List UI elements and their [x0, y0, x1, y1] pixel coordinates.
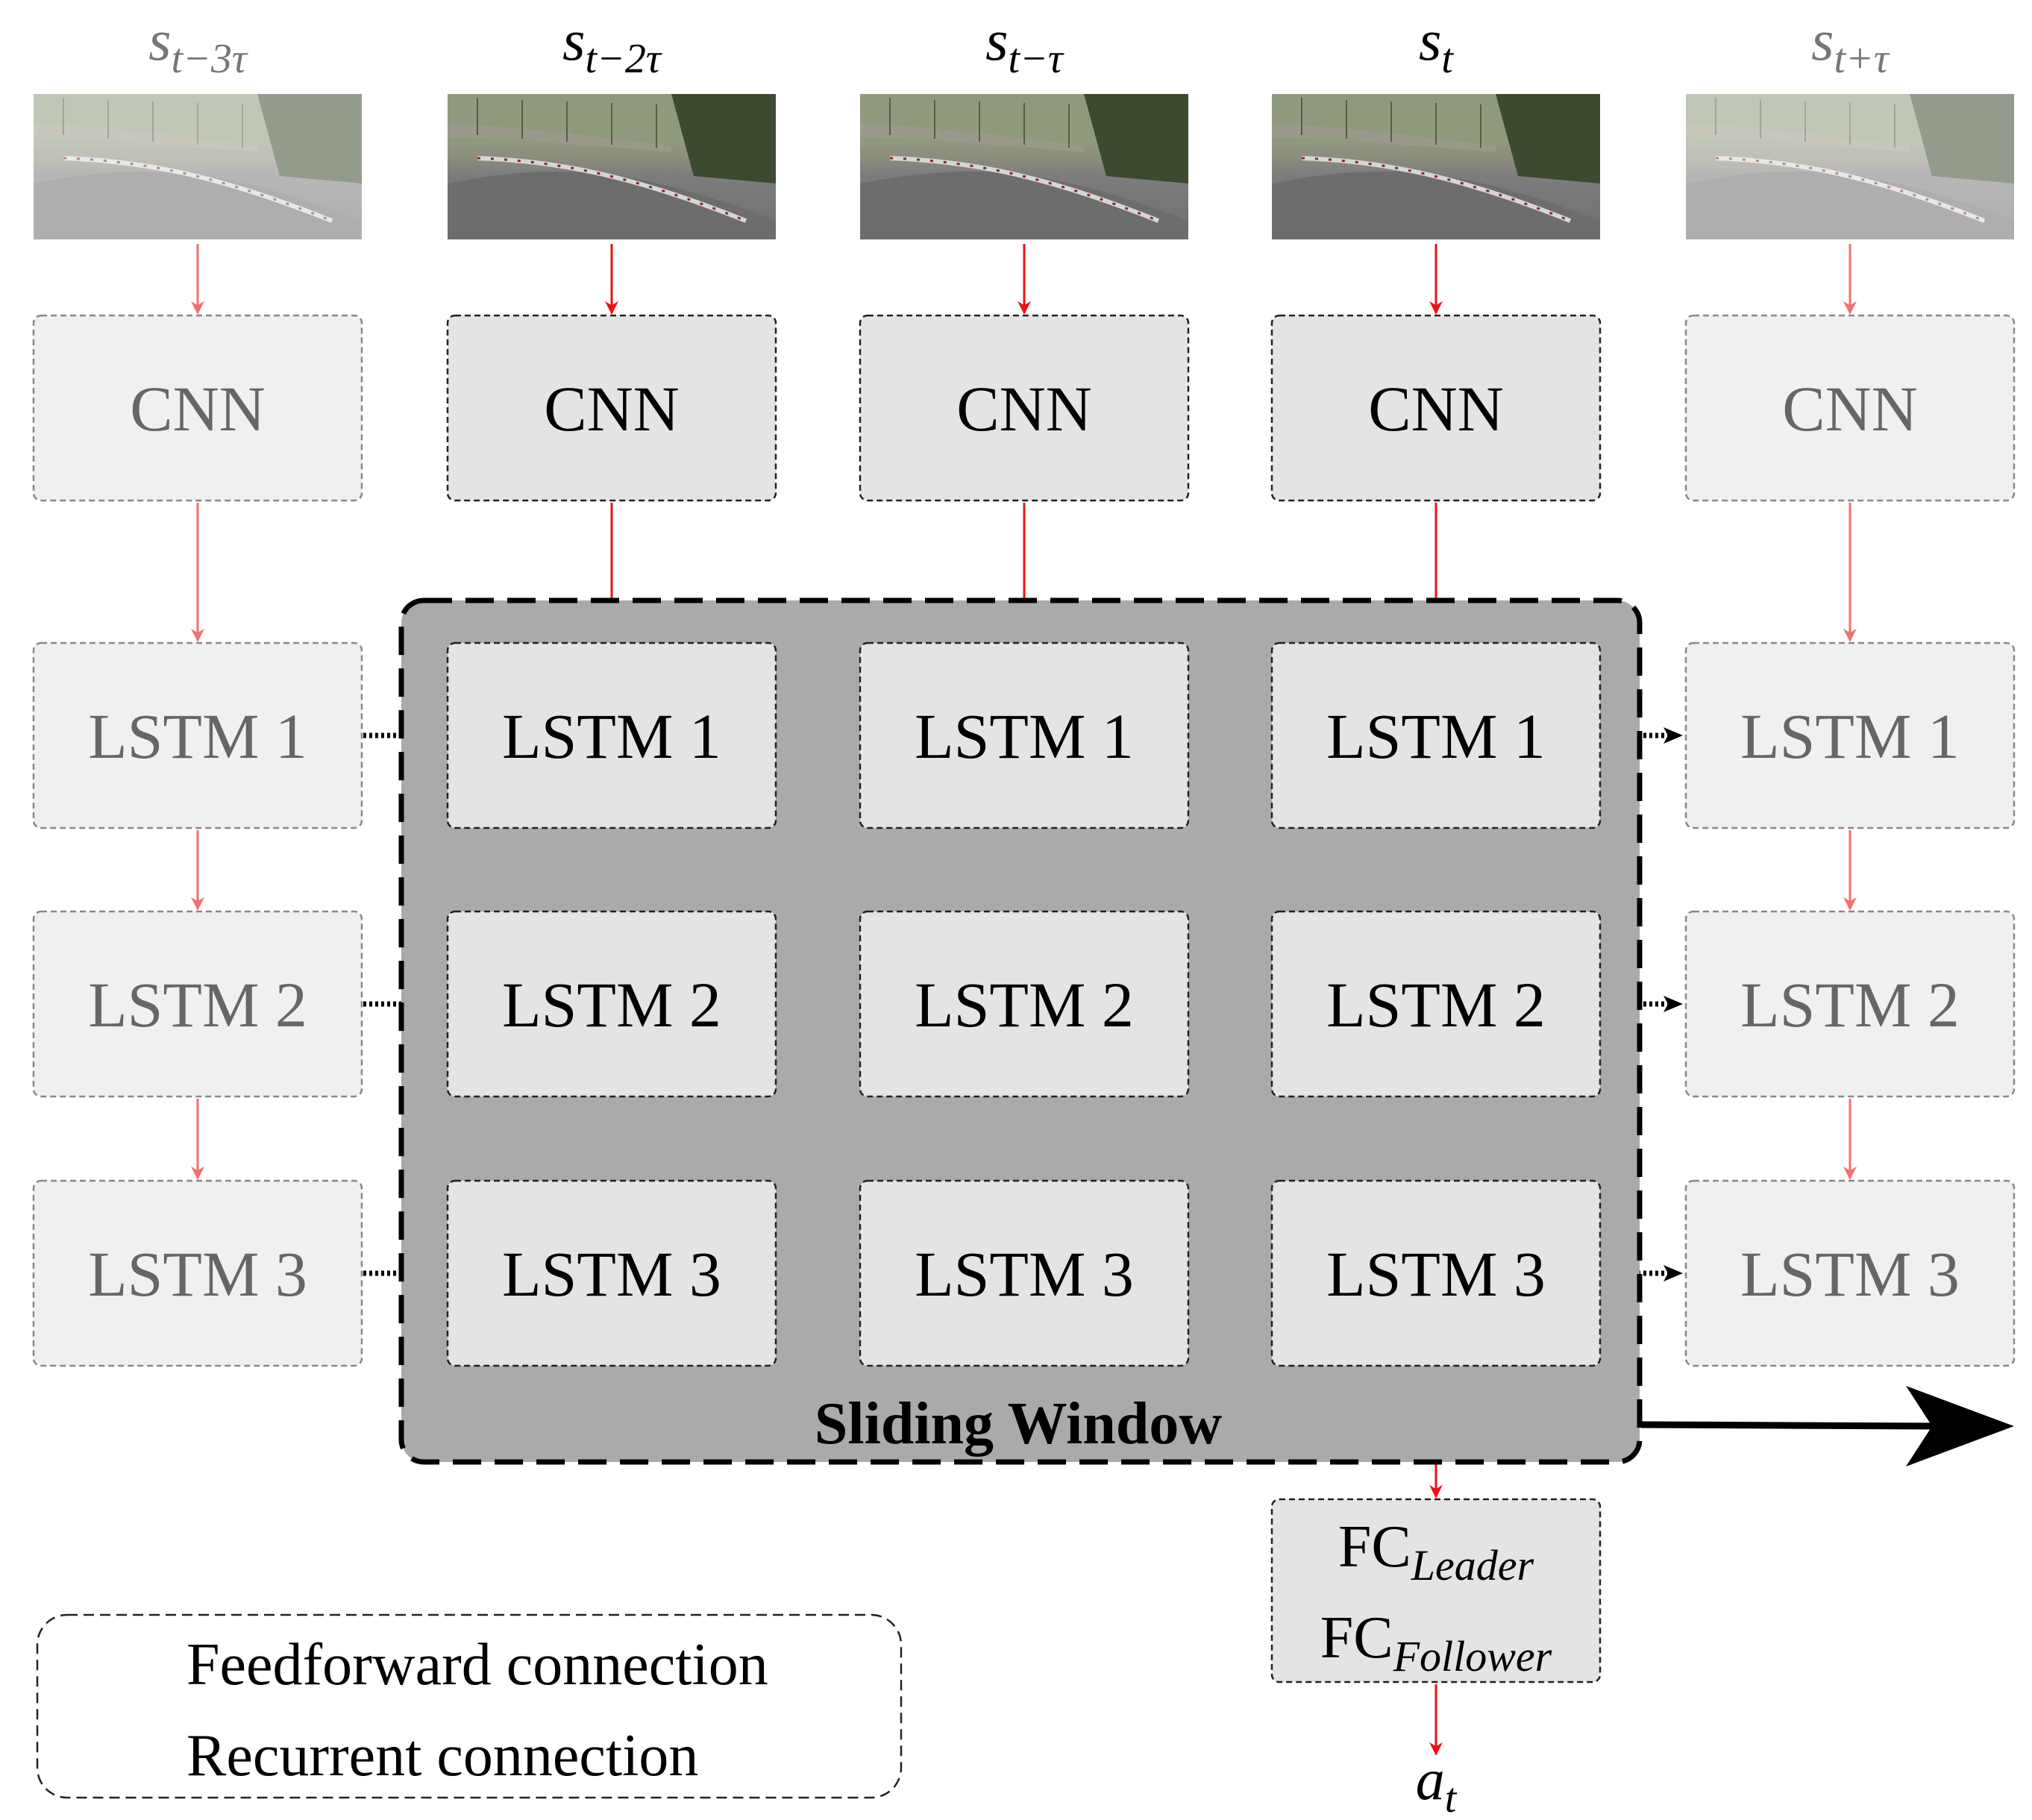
lstm3-box-label-4: LSTM 3 [1740, 1238, 1960, 1310]
window-slide-arrowhead [1906, 1386, 2014, 1466]
lstm2-box-0 [32, 910, 363, 1098]
state-label-2: st−τ [985, 7, 1064, 82]
lstm1-box-label-1: LSTM 1 [502, 700, 721, 772]
lstm3-box-label-1: LSTM 3 [502, 1238, 721, 1310]
cnn-box-3 [1270, 314, 1602, 502]
legend-recurrent-label: Recurrent connection [186, 1723, 698, 1789]
lstm3-box-4 [1684, 1179, 2016, 1367]
sliding-window-label: Sliding Window [815, 1391, 1222, 1457]
lstm2-box-label-0: LSTM 2 [88, 969, 307, 1041]
cnn-box-2 [859, 314, 1190, 502]
cnn-box-label-4: CNN [1782, 373, 1918, 445]
lstm2-box-label-3: LSTM 2 [1326, 969, 1546, 1041]
lstm3-box-label-2: LSTM 3 [915, 1238, 1134, 1310]
camera-frame-0 [34, 94, 362, 239]
lstm1-box-label-2: LSTM 1 [915, 700, 1134, 772]
window-slide-line [1640, 1421, 1940, 1430]
lstm3-box-3 [1270, 1179, 1602, 1367]
cnn-box-label-2: CNN [956, 373, 1092, 445]
fc-leader-label: FCLeader [1338, 1514, 1534, 1590]
lstm3-box-2 [859, 1179, 1190, 1367]
lstm2-box-4 [1684, 910, 2016, 1098]
legend-feedforward-label: Feedforward connection [186, 1632, 768, 1698]
recurrent-arrowhead-1-3 [1663, 996, 1683, 1012]
lstm3-box-label-0: LSTM 3 [88, 1238, 307, 1310]
lstm1-box-label-0: LSTM 1 [88, 700, 307, 772]
state-label-4: st+τ [1811, 7, 1890, 82]
recurrent-arrowhead-0-3 [1663, 727, 1683, 744]
lstm1-box-1 [446, 641, 777, 829]
fc-box [1270, 1498, 1602, 1684]
state-label-3: st [1419, 7, 1454, 82]
fc-follower-label: FCFollower [1320, 1605, 1552, 1681]
lstm3-box-label-3: LSTM 3 [1326, 1238, 1546, 1310]
lstm1-box-3 [1270, 641, 1602, 829]
recurrent-arrowhead-2-3 [1663, 1265, 1683, 1281]
cnn-box-label-1: CNN [544, 373, 680, 445]
cnn-box-0 [32, 314, 363, 502]
lstm2-box-2 [859, 910, 1190, 1098]
cnn-box-label-0: CNN [130, 373, 266, 445]
camera-frame-3 [1272, 94, 1600, 239]
lstm2-box-3 [1270, 910, 1602, 1098]
lstm1-box-label-3: LSTM 1 [1326, 700, 1546, 772]
lstm3-box-0 [32, 1179, 363, 1367]
cnn-box-label-3: CNN [1368, 373, 1504, 445]
cnn-box-1 [446, 314, 777, 502]
lstm1-box-2 [859, 641, 1190, 829]
network-nodes [32, 94, 2016, 1799]
lstm3-box-1 [446, 1179, 777, 1367]
action-label: at [1416, 1747, 1458, 1820]
camera-frame-2 [860, 94, 1188, 239]
camera-frame-1 [448, 94, 776, 239]
camera-frame-4 [1686, 94, 2014, 239]
lstm2-box-label-2: LSTM 2 [915, 969, 1134, 1041]
lstm1-box-label-4: LSTM 1 [1740, 700, 1960, 772]
lstm1-box-0 [32, 641, 363, 829]
lstm2-box-1 [446, 910, 777, 1098]
legend [36, 1613, 903, 1799]
lstm2-box-label-1: LSTM 2 [502, 969, 721, 1041]
state-label-1: st−2τ [562, 7, 662, 82]
state-label-0: st−3τ [148, 7, 248, 82]
lstm2-box-label-4: LSTM 2 [1740, 969, 1960, 1041]
cnn-box-4 [1684, 314, 2016, 502]
lstm1-box-4 [1684, 641, 2016, 829]
